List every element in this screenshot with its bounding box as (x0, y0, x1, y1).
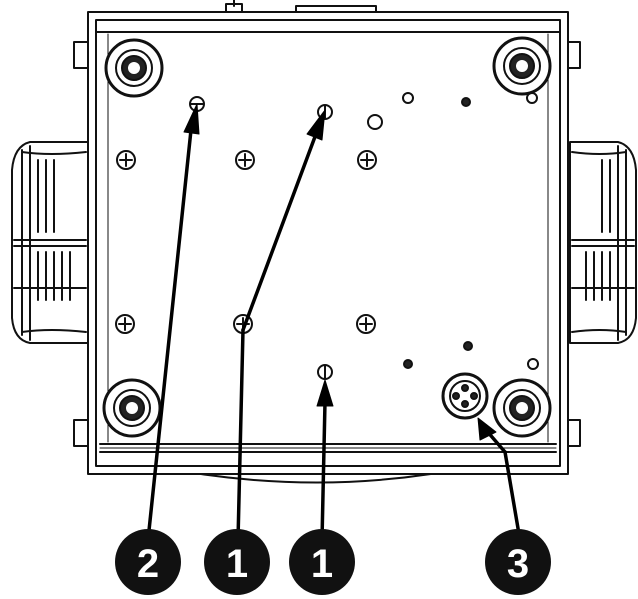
screw-icon (357, 150, 377, 170)
phillips-screws (115, 150, 377, 334)
screw-icon (116, 150, 136, 170)
left-handle (11, 141, 89, 344)
right-handle (569, 141, 637, 344)
small-holes (367, 92, 539, 370)
callout-label-1b: 1 (311, 542, 333, 586)
foot-bottom-right (492, 378, 552, 438)
housing-inner (95, 19, 561, 467)
foot-bottom-left (102, 378, 162, 438)
foot-top-left (104, 38, 164, 98)
callout-label-1a: 1 (226, 542, 248, 586)
screw-icon (235, 150, 255, 170)
side-tabs (73, 41, 581, 447)
leader-arrows (146, 103, 522, 542)
slot-screw-1b (317, 364, 333, 380)
screw-icon (115, 314, 135, 334)
callout-label-3: 3 (507, 542, 529, 586)
power-connector (441, 372, 489, 420)
foot-top-right (492, 36, 552, 96)
callout-label-2: 2 (137, 542, 159, 586)
callout-badge-1a: 1 (204, 529, 270, 595)
callout-badge-3: 3 (485, 529, 551, 595)
screw-icon (356, 314, 376, 334)
callout-badge-1b: 1 (289, 529, 355, 595)
callout-badge-2: 2 (115, 529, 181, 595)
